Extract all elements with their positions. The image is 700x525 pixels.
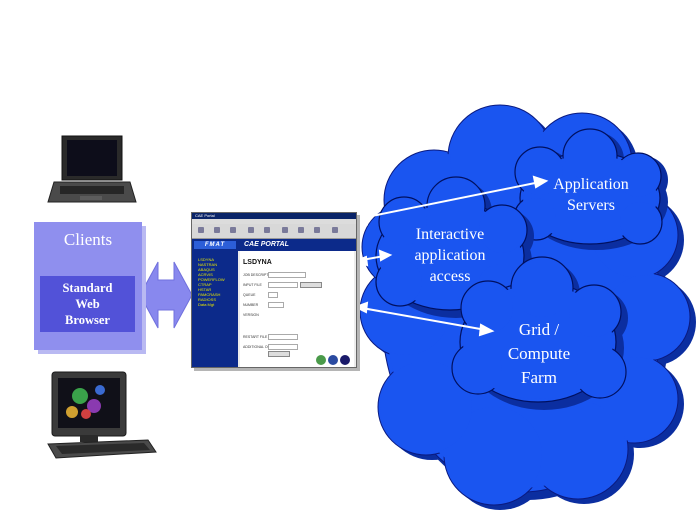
portal-toolbar — [192, 224, 356, 239]
interactive-label-line1: Interactive — [415, 226, 485, 243]
form-label: NUMBER — [243, 303, 259, 307]
radio-group — [268, 313, 298, 317]
submit-button — [268, 351, 290, 357]
sidebar-item: RADIOSS — [198, 297, 217, 302]
clients-title: Clients — [63, 230, 113, 249]
form-label: JOB DESCRIPTION — [243, 273, 275, 277]
form-field — [268, 272, 306, 278]
toolbar-icon — [282, 227, 288, 233]
logo-badge-icon — [340, 355, 350, 365]
portal-logo: FMAT — [194, 241, 236, 249]
form-label: QUEUE — [243, 293, 256, 297]
interactive-label-line3: access — [429, 268, 471, 285]
servers-cloud — [513, 128, 668, 250]
portal-window-title: CAE Portal — [195, 213, 215, 218]
form-field — [268, 282, 298, 288]
toolbar-icon — [230, 227, 236, 233]
sidebar-item: HSTAR — [198, 287, 212, 292]
sidebar-item: NASTRAN — [198, 262, 218, 267]
grid-cloud — [451, 256, 628, 410]
form-field — [268, 344, 298, 350]
sidebar-item: LSDYNA — [198, 257, 215, 262]
toolbar-icon — [332, 227, 338, 233]
portal-titlebar: CAE Portal — [192, 213, 356, 219]
arrow-to-servers — [361, 181, 541, 219]
portal-content: LSDYNA JOB DESCRIPTION INPUT FILE QUEUE … — [240, 251, 354, 367]
toolbar-icon — [198, 227, 204, 233]
sidebar-item: ACRVIS — [198, 272, 213, 277]
portal-screenshot: CAE Portal FMAT CAE PORTAL LSDYNA NASTRA… — [191, 212, 357, 368]
servers-label-line2: Servers — [567, 197, 615, 214]
grid-label: Grid / Compute Farm — [484, 318, 594, 390]
double-arrow — [139, 261, 193, 329]
form-field — [268, 292, 278, 298]
arrow-to-grid — [361, 307, 487, 331]
portal-sidebar: LSDYNA NASTRAN ABAQUS ACRVIS POWERFLOW C… — [192, 251, 238, 367]
sidebar-item: Data Mgt — [198, 302, 215, 307]
toolbar-icon — [264, 227, 270, 233]
portal-solver-title: LSDYNA — [243, 259, 272, 266]
portal-header-title: CAE PORTAL — [244, 241, 289, 248]
browser-label-line3: Browser — [65, 313, 110, 327]
servers-label-line1: Application — [553, 176, 629, 193]
grid-label-line3: Farm — [521, 368, 557, 387]
toolbar-icon — [298, 227, 304, 233]
servers-label: Application Servers — [532, 174, 650, 216]
toolbar-icon — [248, 227, 254, 233]
sidebar-item: POWERFLOW — [198, 277, 225, 282]
form-label: VERSION — [243, 313, 259, 317]
portal-menubar — [192, 219, 356, 224]
logo-badge-icon — [316, 355, 326, 365]
form-label: RESTART FILE — [243, 335, 268, 339]
interactive-label: Interactive application access — [394, 224, 506, 287]
form-field — [268, 334, 298, 340]
sidebar-item: ABAQUS — [198, 267, 215, 272]
logo-badge-icon — [328, 355, 338, 365]
browser-label-line1: Standard — [62, 281, 113, 295]
sidebar-item: PAMCRASH — [198, 292, 221, 297]
form-label: ADDITIONAL OPTIONS — [243, 345, 281, 349]
connection-arrows — [353, 175, 549, 337]
desktop-computer-icon — [47, 371, 157, 459]
form-field — [268, 302, 284, 308]
form-label: INPUT FILE — [243, 283, 262, 287]
toolbar-icon — [214, 227, 220, 233]
portal-header: FMAT CAE PORTAL — [192, 239, 356, 251]
browser-label-line2: Web — [75, 297, 100, 311]
grid-label-line1: Grid / — [518, 320, 560, 339]
browse-button — [300, 282, 322, 288]
interactive-label-line2: application — [414, 247, 486, 264]
toolbar-icon — [314, 227, 320, 233]
sidebar-item: CTRAP — [198, 282, 212, 287]
web-browser-box: Standard Web Browser — [40, 276, 135, 332]
laptop-icon — [47, 135, 137, 203]
grid-label-line2: Compute — [507, 344, 571, 363]
